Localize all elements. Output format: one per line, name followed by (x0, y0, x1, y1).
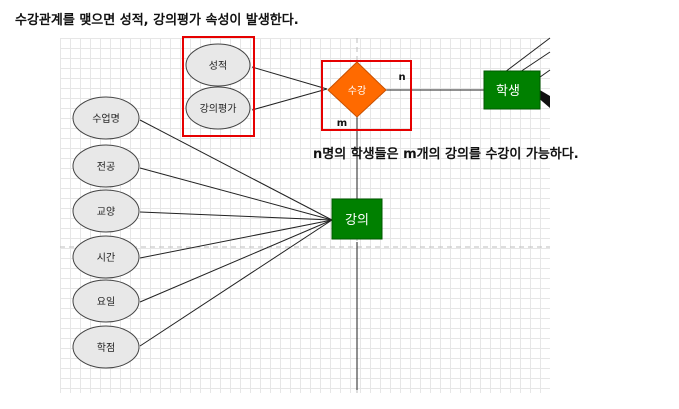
attribute-major: 전공 (72, 144, 140, 188)
connector-general (139, 211, 333, 221)
attribute-major-label: 전공 (97, 161, 115, 173)
attribute-credit-label: 학점 (97, 342, 115, 354)
entity-student-label: 학생 (496, 84, 520, 99)
highlight-box-relationship (321, 60, 412, 131)
diagram-canvas (60, 38, 550, 393)
attribute-class-name: 수업명 (72, 96, 140, 140)
connector-evaluation (251, 88, 328, 111)
attribute-time: 시간 (72, 235, 140, 279)
connector-major (139, 167, 333, 221)
entity-course: 강의 (331, 198, 383, 240)
connector-time (139, 219, 333, 259)
attribute-grade-label: 성적 (209, 60, 227, 72)
entity-course-label: 강의 (345, 213, 369, 228)
relationship-diamond: 수강 (327, 61, 387, 118)
entity-student: 학생 (483, 70, 541, 110)
highlight-box-attributes (182, 36, 255, 137)
connector-day (139, 219, 333, 303)
cardinality-m: m (337, 118, 347, 129)
attribute-class-name-label: 수업명 (92, 112, 120, 125)
attribute-day-label: 요일 (97, 296, 115, 308)
cardinality-n: n (398, 72, 405, 83)
attribute-day: 요일 (72, 279, 140, 323)
attribute-evaluation: 강의평가 (185, 86, 251, 130)
connectors (139, 37, 551, 390)
attribute-evaluation-label: 강의평가 (200, 103, 237, 115)
connector-student-attr-3 (504, 37, 551, 73)
connector-class-name (139, 119, 333, 221)
heading-text: 수강관계를 맺으면 성적, 강의평가 속성이 발생한다. (15, 13, 299, 28)
relationship-label: 수강 (348, 85, 366, 97)
attribute-grade: 성적 (185, 43, 251, 87)
connector-grade (251, 66, 328, 90)
attribute-general: 교양 (72, 189, 140, 233)
attribute-general-label: 교양 (97, 206, 115, 218)
attribute-time-label: 시간 (97, 252, 115, 264)
connector-student-attr-2 (519, 51, 551, 73)
connector-credit (139, 219, 333, 347)
cardinality-note: n명의 학생들은 m개의 강의를 수강이 가능하다. (313, 147, 579, 162)
attribute-credit: 학점 (72, 325, 140, 369)
